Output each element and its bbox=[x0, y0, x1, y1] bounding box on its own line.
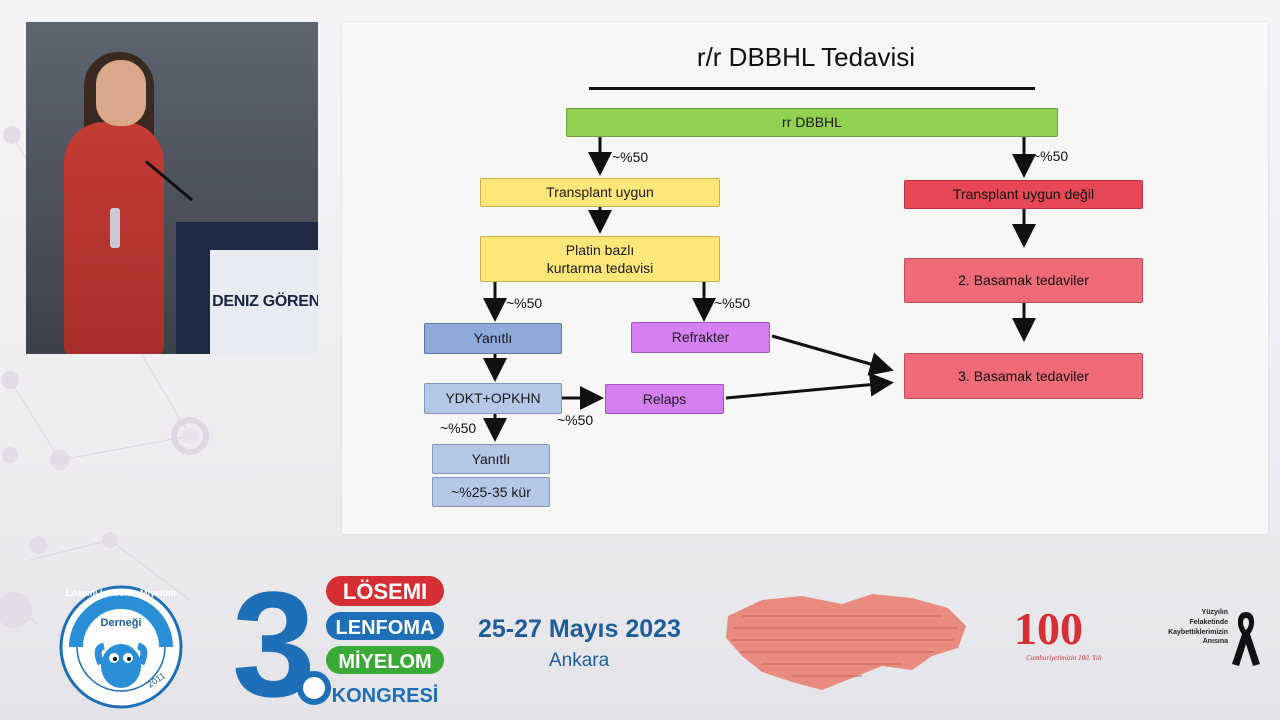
node-transplant-fit: Transplant uygun bbox=[480, 178, 720, 207]
node-responsive-2: Yanıtlı bbox=[432, 444, 550, 474]
node-second-line: 2. Basamak tedaviler bbox=[904, 258, 1143, 303]
event-city: Ankara bbox=[549, 650, 610, 671]
association-logo: Derneği 2011 bbox=[59, 585, 183, 709]
memorial-text: Yüzyılın Felaketinde Kaybettiklerimizin … bbox=[1150, 608, 1228, 647]
node-relapse: Relaps bbox=[605, 384, 724, 414]
label-platin-responsive: ~%50 bbox=[506, 295, 543, 311]
turkey-map-graphic bbox=[726, 594, 966, 690]
centenary-logo: 100 Cumhuriyetimizin 100. Yılı bbox=[1014, 603, 1102, 662]
node-cure-rate: ~%25-35 kür bbox=[432, 477, 550, 507]
association-name-mid: Derneği bbox=[101, 617, 142, 629]
memorial-badge: Yüzyılın Felaketinde Kaybettiklerimizin … bbox=[1150, 608, 1262, 668]
congress-line3: MİYELOM bbox=[338, 650, 431, 673]
speaker-face bbox=[96, 60, 146, 126]
arrow-relapse-third bbox=[725, 372, 894, 400]
node-rr-dbbhl: rr DBBHL bbox=[566, 108, 1058, 137]
speaker-video: DENIZ GÖREN bbox=[26, 22, 318, 354]
node-third-line: 3. Basamak tedaviler bbox=[904, 353, 1143, 399]
memorial-line4: Anısına bbox=[1202, 638, 1228, 646]
label-platin-refractory: ~%50 bbox=[714, 295, 751, 311]
event-date: 25-27 Mayıs 2023 bbox=[478, 615, 681, 643]
centenary-caption: Cumhuriyetimizin 100. Yılı bbox=[1026, 654, 1102, 662]
mourning-ribbon-icon bbox=[1232, 612, 1260, 666]
centenary-mark: 100 bbox=[1014, 603, 1083, 654]
presentation-slide: r/r DBBHL Tedavisi rr DBBHL ~%50 ~%50 Tr… bbox=[342, 22, 1268, 534]
node-platin-salvage: Platin bazlı kurtarma tedavisi bbox=[480, 236, 720, 282]
congress-line4: KONGRESİ bbox=[332, 684, 439, 707]
memorial-line3: Kaybettiklerimizin bbox=[1168, 628, 1228, 636]
congress-line1: LÖSEMI bbox=[343, 579, 427, 604]
node-transplant-unfit: Transplant uygun değil bbox=[904, 180, 1143, 209]
arrow-refractory-third bbox=[771, 334, 894, 376]
node-ydkt-opkhn: YDKT+OPKHN bbox=[424, 383, 562, 414]
title-underline bbox=[589, 87, 1035, 90]
podium-name-plate: DENIZ GÖREN bbox=[210, 250, 318, 354]
node-refractory: Refrakter bbox=[631, 322, 770, 353]
label-root-fit: ~%50 bbox=[612, 149, 649, 165]
node-responsive-1: Yanıtlı bbox=[424, 323, 562, 354]
slide-title: r/r DBBHL Tedavisi bbox=[696, 42, 916, 72]
congress-line2: LENFOMA bbox=[336, 617, 435, 639]
label-ydkt-responsive: ~%50 bbox=[440, 420, 477, 436]
node-platin-line1: Platin bazlı bbox=[565, 241, 635, 258]
label-ydkt-relapse: ~%50 bbox=[557, 412, 594, 428]
congress-logo: 3 LÖSEMI LENFOMA MİYELOM KONGRESİ bbox=[232, 574, 444, 714]
association-name-top: Lösemi Lenfoma Miyelom bbox=[65, 588, 177, 598]
water-bottle bbox=[110, 208, 120, 248]
memorial-line2: Felaketinde bbox=[1189, 618, 1228, 626]
memorial-line1: Yüzyılın bbox=[1201, 609, 1228, 616]
node-platin-line2: kurtarma tedavisi bbox=[546, 260, 654, 276]
label-root-unfit: ~%50 bbox=[1032, 148, 1069, 164]
flow-arrows bbox=[483, 136, 1036, 442]
